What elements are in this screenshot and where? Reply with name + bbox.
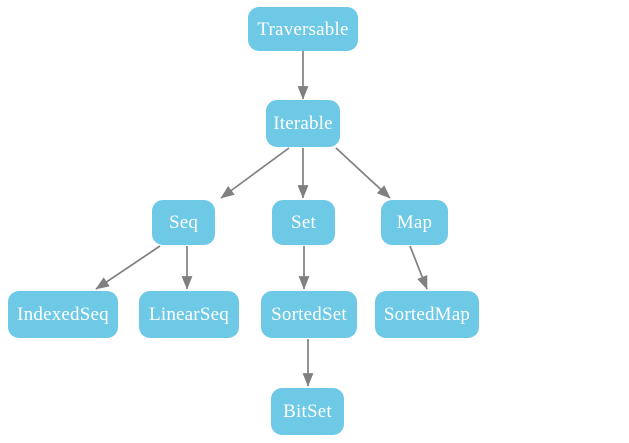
edge-seq-indexedseq [95, 245, 161, 290]
node-linearseq[interactable]: LinearSeq [139, 291, 239, 338]
node-traversable[interactable]: Traversable [248, 7, 358, 51]
edge-iterable-map [335, 147, 391, 199]
node-bitset[interactable]: BitSet [271, 388, 344, 435]
node-label-map: Map [396, 212, 433, 233]
node-sortedset[interactable]: SortedSet [261, 291, 357, 338]
node-sortedmap[interactable]: SortedMap [375, 291, 479, 338]
node-indexedseq[interactable]: IndexedSeq [8, 291, 118, 338]
edge-map-sortedmap [409, 245, 428, 290]
node-label-indexedseq: IndexedSeq [17, 304, 109, 325]
node-label-sortedmap: SortedMap [383, 304, 471, 325]
node-label-set: Set [291, 212, 316, 233]
edge-iterable-seq [220, 147, 290, 199]
node-label-seq: Seq [168, 212, 199, 233]
node-iterable[interactable]: Iterable [266, 100, 340, 147]
node-label-traversable: Traversable [257, 18, 349, 40]
node-seq[interactable]: Seq [152, 200, 215, 245]
node-label-iterable: Iterable [273, 113, 333, 134]
node-set[interactable]: Set [272, 200, 335, 245]
node-map[interactable]: Map [381, 200, 448, 245]
node-label-linearseq: LinearSeq [149, 304, 229, 325]
node-label-sortedset: SortedSet [271, 304, 347, 325]
node-label-bitset: BitSet [283, 401, 332, 422]
